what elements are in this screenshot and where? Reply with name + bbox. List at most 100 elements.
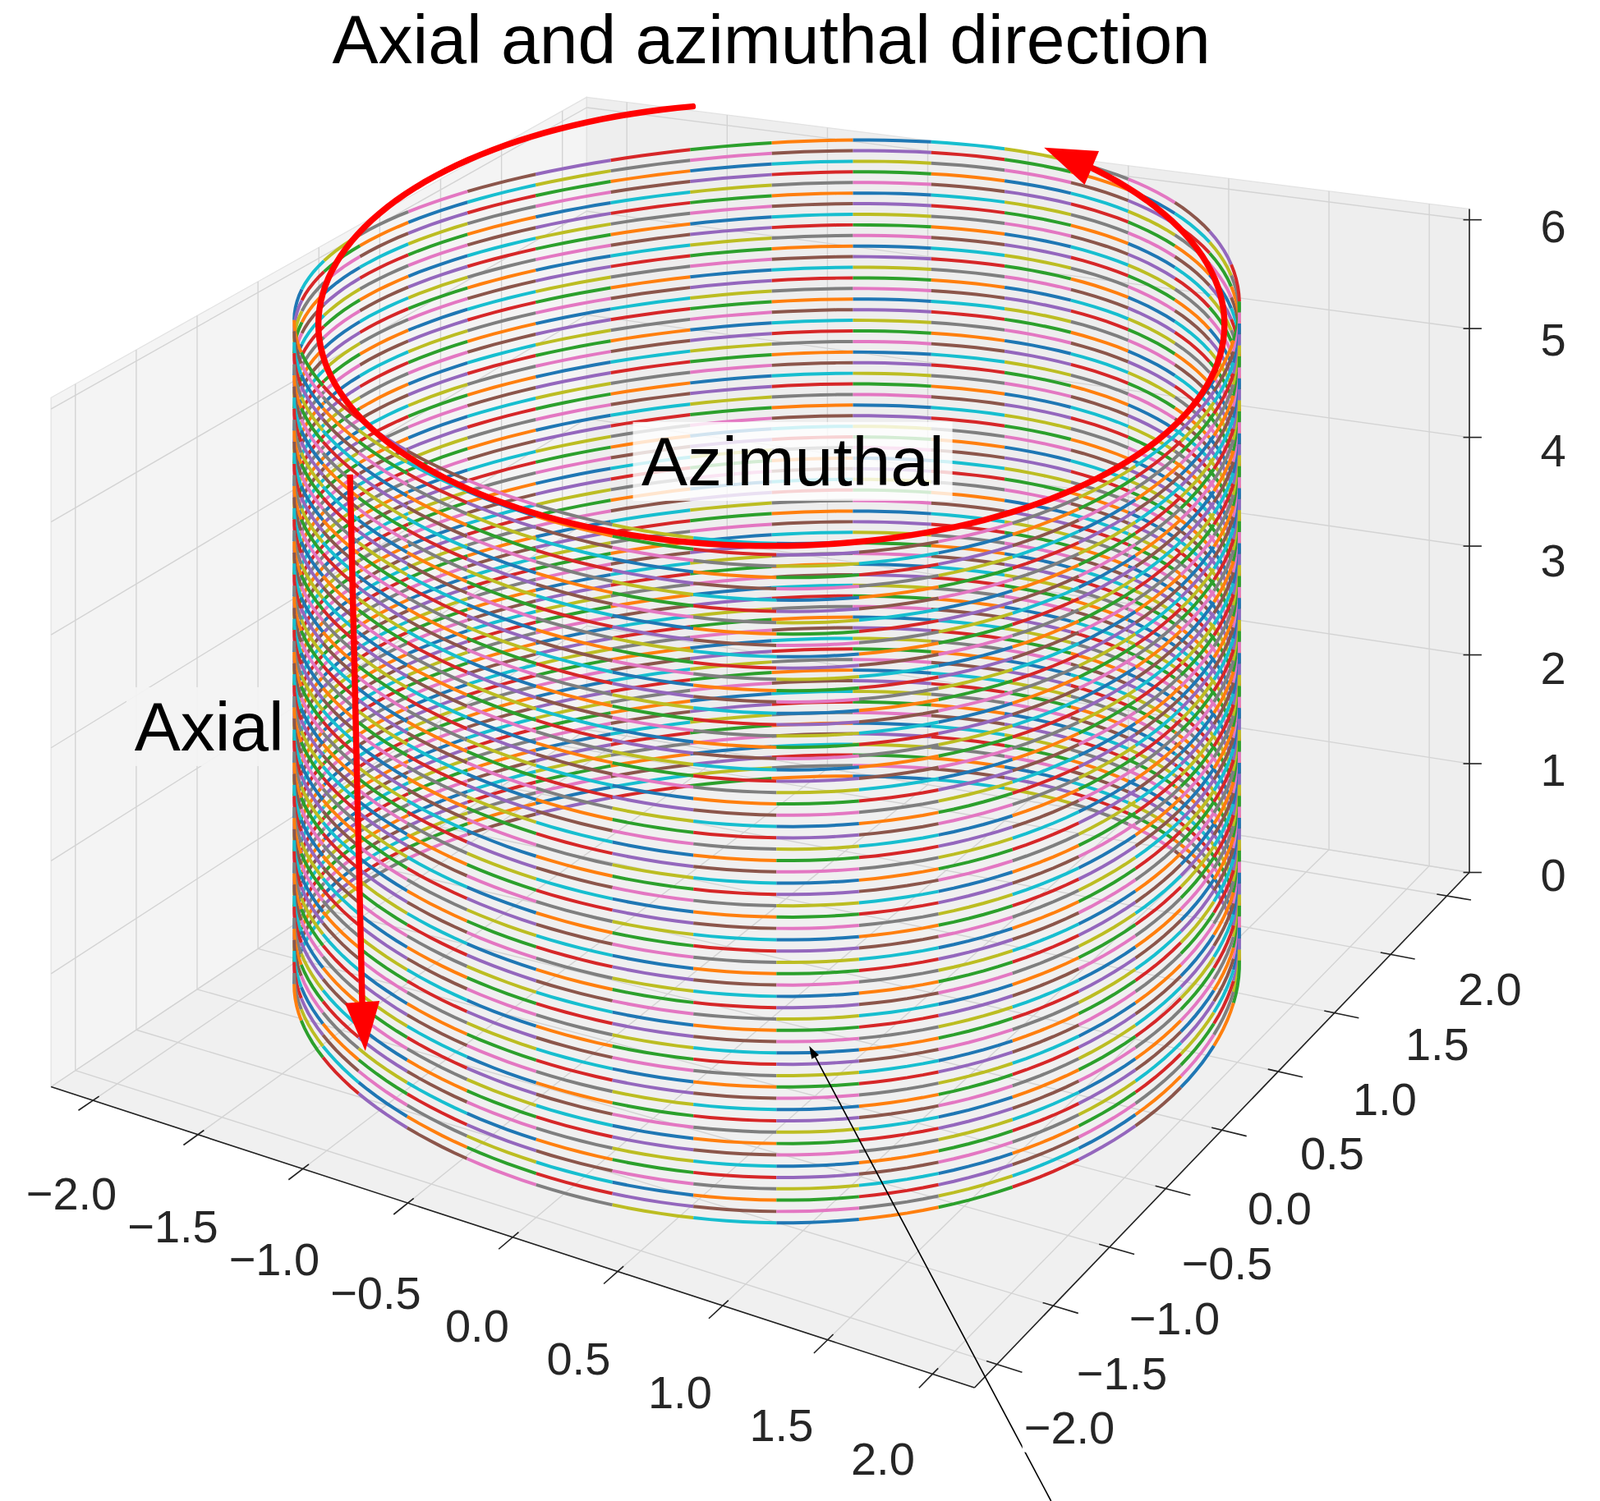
ring-segment bbox=[467, 898, 537, 925]
ring-segment bbox=[1012, 1025, 1080, 1053]
ring-segment bbox=[1209, 231, 1232, 266]
ring-segment bbox=[359, 340, 409, 365]
ring-segment bbox=[536, 538, 613, 559]
ring-segment bbox=[467, 1068, 537, 1095]
ring-segment bbox=[1128, 275, 1176, 300]
ring-segment bbox=[1004, 340, 1072, 355]
axis-tick bbox=[1463, 763, 1482, 765]
ring-segment bbox=[536, 833, 613, 854]
ring-segment bbox=[689, 216, 772, 224]
ring-segment bbox=[408, 384, 468, 406]
ring-segment bbox=[1128, 265, 1176, 290]
ring-segment bbox=[536, 1003, 613, 1024]
ring-segment bbox=[467, 706, 537, 732]
ring-segment bbox=[1004, 234, 1072, 247]
grid-line bbox=[440, 827, 1334, 1014]
ring-segment bbox=[1012, 924, 1080, 952]
ring-segment bbox=[1071, 407, 1129, 427]
ring-segment bbox=[931, 163, 1005, 171]
ring-segment bbox=[610, 213, 690, 225]
ring-segment bbox=[1004, 298, 1072, 312]
ring-segment bbox=[772, 352, 854, 355]
ring-segment bbox=[536, 890, 613, 911]
ring-segment bbox=[931, 301, 1005, 309]
ring-segment bbox=[852, 182, 931, 184]
ring-segment bbox=[359, 254, 409, 279]
ring-segment bbox=[772, 394, 854, 397]
ring-segment bbox=[467, 1090, 537, 1118]
ring-segment bbox=[408, 223, 468, 244]
ring-segment bbox=[610, 340, 690, 352]
grid-line bbox=[827, 850, 1329, 1341]
ring-segment bbox=[1012, 587, 1080, 613]
ring-segment bbox=[408, 405, 468, 428]
ring-segment bbox=[772, 298, 854, 302]
ring-segment bbox=[408, 266, 468, 288]
grid-line bbox=[196, 316, 198, 990]
ring-segment bbox=[408, 244, 468, 266]
ring-segment bbox=[536, 652, 613, 672]
ring-segment bbox=[852, 246, 931, 249]
ring-segment bbox=[359, 287, 409, 312]
ring-segment bbox=[852, 501, 931, 504]
ring-segment bbox=[467, 1135, 537, 1163]
grid-line bbox=[1027, 152, 1029, 801]
ring-segment bbox=[1012, 711, 1080, 738]
ring-segment bbox=[536, 800, 613, 820]
ring-segment bbox=[324, 419, 361, 447]
axis-tick bbox=[1268, 1069, 1303, 1078]
ring-segment bbox=[772, 309, 854, 313]
ring-segment bbox=[931, 333, 1005, 341]
ring-segment bbox=[1004, 415, 1072, 429]
ring-segment bbox=[301, 1020, 323, 1058]
ring-segment bbox=[1012, 935, 1080, 963]
ring-segment bbox=[467, 1011, 537, 1039]
ring-segment bbox=[467, 536, 537, 562]
ring-segment bbox=[689, 365, 772, 373]
ring-segment bbox=[772, 182, 854, 185]
axis-tick bbox=[1098, 1244, 1135, 1255]
grid-line bbox=[586, 625, 1470, 764]
ring-segment bbox=[610, 192, 690, 203]
axis-pane bbox=[586, 96, 1470, 873]
ring-segment bbox=[1004, 255, 1072, 269]
ring-segment bbox=[324, 310, 361, 337]
grid-line bbox=[257, 281, 258, 950]
ring-segment bbox=[467, 616, 537, 642]
ring-segment bbox=[610, 255, 690, 267]
ring-segment bbox=[408, 331, 468, 353]
axis-tick bbox=[919, 1368, 938, 1389]
ring-segment bbox=[852, 267, 931, 271]
ring-segment bbox=[467, 853, 537, 879]
ring-segment bbox=[536, 868, 613, 888]
ring-segment bbox=[852, 203, 931, 206]
ring-segment bbox=[852, 171, 931, 174]
ring-segment bbox=[467, 581, 537, 607]
ring-segment bbox=[536, 913, 613, 934]
ring-segment bbox=[852, 352, 931, 355]
ring-segment bbox=[689, 248, 772, 256]
ring-segment bbox=[359, 384, 409, 410]
ring-segment bbox=[931, 205, 1005, 213]
ring-segment bbox=[324, 299, 361, 327]
ring-segment bbox=[931, 354, 1005, 363]
ring-segment bbox=[689, 142, 772, 150]
ring-segment bbox=[1128, 383, 1176, 409]
ring-segment bbox=[852, 331, 931, 334]
ring-segment bbox=[1004, 394, 1072, 408]
ring-segment bbox=[852, 193, 931, 195]
ring-segment bbox=[1012, 733, 1080, 760]
ring-segment bbox=[359, 243, 409, 267]
ring-segment bbox=[324, 441, 361, 469]
ring-segment bbox=[536, 924, 613, 945]
ring-segment bbox=[772, 627, 854, 630]
ring-segment bbox=[1012, 856, 1080, 883]
ring-segment bbox=[610, 234, 690, 246]
ring-segment bbox=[852, 341, 931, 345]
ring-segment bbox=[689, 238, 772, 245]
ring-segment bbox=[1004, 191, 1072, 204]
ring-segment bbox=[938, 883, 1013, 904]
ring-segment bbox=[1012, 721, 1080, 749]
grid-line bbox=[501, 786, 1392, 956]
ring-segment bbox=[359, 351, 409, 376]
